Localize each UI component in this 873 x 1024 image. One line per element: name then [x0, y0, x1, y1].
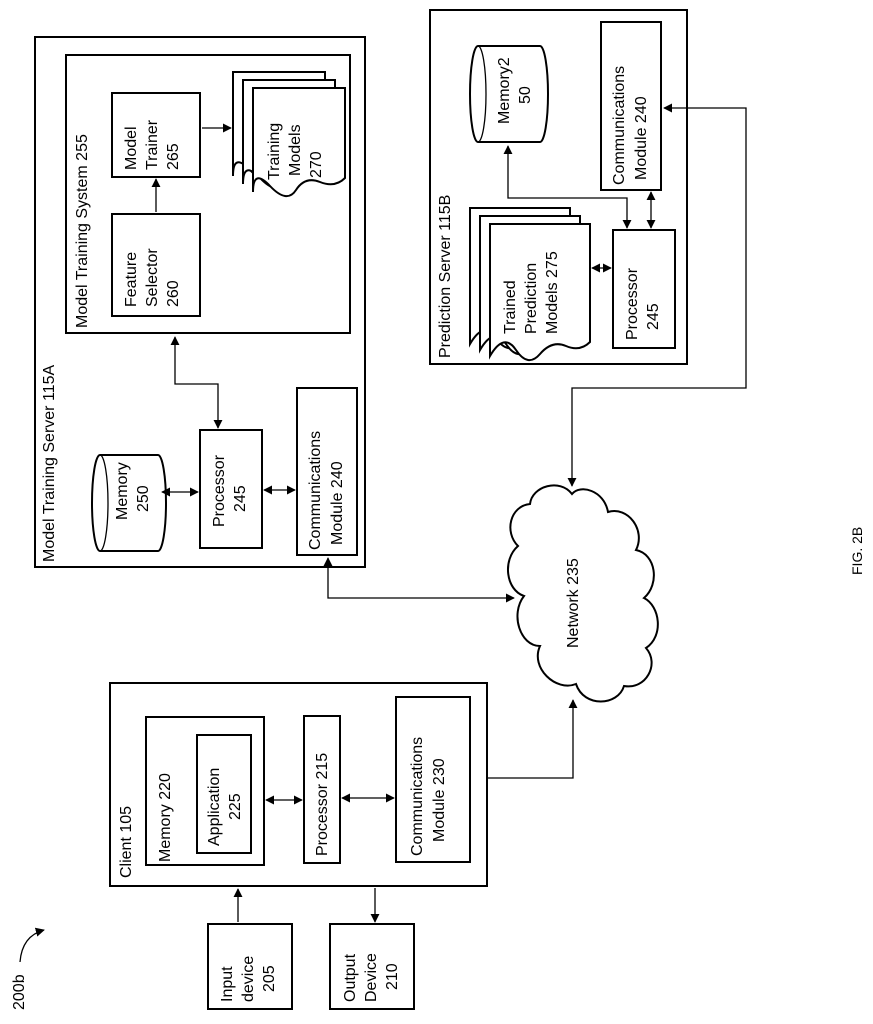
diagram-ref-pointer — [20, 930, 44, 962]
mts-processor-line1: Processor — [211, 454, 228, 527]
ps-processor-line1: Processor — [624, 267, 641, 340]
output-device-box: Output Device 210 — [330, 924, 414, 1009]
input-device-box: Input device 205 — [208, 924, 292, 1009]
mts-processor-line2: 245 — [232, 485, 249, 512]
ps-processor-line2: 245 — [645, 303, 662, 330]
client-comms-line1: Communications — [409, 737, 426, 856]
model-trainer-line3: 265 — [165, 143, 182, 170]
ps-comms-line2: Module 240 — [633, 96, 650, 180]
memory-250-line1: Memory — [114, 462, 131, 520]
input-device-line1: Input — [219, 966, 236, 1002]
memory-250-cylinder: Memory 250 — [92, 455, 166, 551]
model-trainer-box: Model Trainer 265 — [112, 93, 200, 177]
client-processor-label: Processor 215 — [314, 753, 331, 856]
model-training-server-title: Model Training Server 115A — [41, 365, 58, 562]
client-processor-box: Processor 215 — [304, 716, 340, 863]
ps-comms-module-box: Communications Module 240 — [601, 22, 661, 190]
output-device-line2: Device — [363, 953, 380, 1002]
network-cloud: Network 235 — [508, 485, 658, 701]
feature-selector-box: Feature Selector 260 — [112, 214, 200, 316]
model-trainer-line2: Trainer — [144, 119, 161, 170]
application-line1: Application — [206, 768, 223, 846]
prediction-server-title: Prediction Server 115B — [437, 195, 454, 358]
ps-processor-245-box: Processor 245 — [613, 230, 675, 348]
network-label: Network 235 — [565, 558, 582, 648]
ps-comms-line1: Communications — [611, 66, 628, 185]
memory2-cylinder: Memory2 50 — [470, 46, 548, 142]
application-box: Application 225 — [197, 735, 251, 853]
memory2-line2: 50 — [517, 86, 534, 104]
feature-selector-line2: Selector — [144, 248, 161, 307]
trained-models-line1: Trained — [502, 280, 519, 334]
model-training-server: Model Training Server 115A Model Trainin… — [35, 37, 365, 567]
processor-245-box: Processor 245 — [200, 430, 262, 548]
client-title: Client 105 — [118, 806, 135, 878]
client: Client 105 Memory 220 Application 225 Pr… — [110, 683, 487, 886]
memory2-line1: Memory2 — [496, 57, 513, 124]
training-models-line2: Models — [287, 124, 304, 176]
input-device-line2: device — [240, 956, 257, 1002]
trained-prediction-models-stack: Trained Prediction Models 275 — [470, 208, 590, 360]
trained-models-line3: Models 275 — [544, 251, 561, 334]
mts-comms-line2: Module 240 — [329, 461, 346, 545]
training-models-line1: Training — [266, 123, 283, 180]
training-models-line3: 270 — [308, 151, 325, 178]
output-device-line1: Output — [342, 953, 359, 1002]
feature-selector-line1: Feature — [123, 252, 140, 307]
client-memory-label: Memory 220 — [157, 773, 174, 862]
model-training-system-title: Model Training System 255 — [74, 134, 91, 328]
client-comms-line2: Module 230 — [431, 758, 448, 842]
application-line2: 225 — [227, 793, 244, 820]
diagram-ref-label: 200b — [11, 974, 28, 1010]
model-trainer-line1: Model — [123, 126, 140, 170]
memory-250-line2: 250 — [135, 485, 152, 512]
mts-comms-line1: Communications — [307, 431, 324, 550]
mts-comms-module-box: Communications Module 240 — [297, 388, 357, 555]
client-comms-module-box: Communications Module 230 — [396, 697, 470, 862]
client-memory-box: Memory 220 Application 225 — [146, 717, 264, 865]
input-device-line3: 205 — [261, 965, 278, 992]
output-device-line3: 210 — [384, 963, 401, 990]
prediction-server: Prediction Server 115B Memory2 50 Commun… — [430, 10, 687, 364]
trained-models-line2: Prediction — [523, 263, 540, 334]
figure-label: FIG. 2B — [849, 527, 865, 575]
feature-selector-line3: 260 — [165, 280, 182, 307]
model-training-system: Model Training System 255 Feature Select… — [66, 55, 350, 333]
